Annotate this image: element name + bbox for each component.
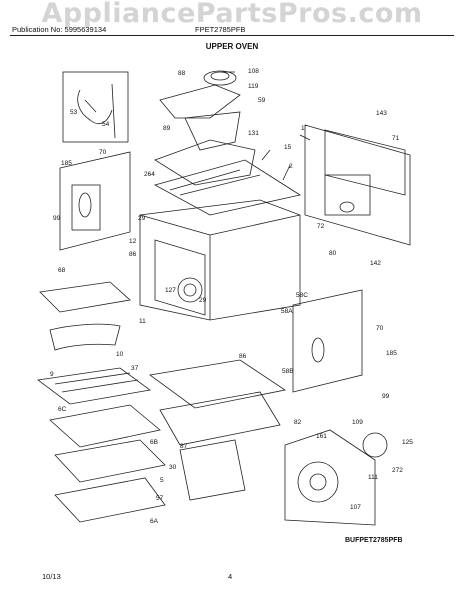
svg-text:185: 185 (61, 160, 72, 167)
watermark: AppliancePartsPros.com (41, 0, 423, 29)
svg-text:58B: 58B (282, 368, 294, 375)
convection-fan-housing (284, 429, 376, 526)
svg-text:37: 37 (131, 365, 139, 372)
oven-rack-6c (49, 404, 161, 448)
svg-text:88: 88 (178, 70, 186, 77)
svg-text:10: 10 (116, 351, 124, 358)
svg-text:107: 107 (350, 504, 361, 511)
svg-text:125: 125 (402, 439, 413, 446)
broil-pan-drawing (39, 281, 131, 313)
svg-text:264: 264 (144, 171, 155, 178)
header-rule (10, 35, 454, 36)
svg-text:70: 70 (376, 325, 384, 332)
fan-disc-drawing (203, 70, 237, 86)
svg-text:53: 53 (70, 109, 78, 116)
svg-text:99: 99 (382, 393, 390, 400)
svg-text:127: 127 (165, 287, 176, 294)
bake-element-drawing (179, 439, 246, 501)
page-title: UPPER OVEN (205, 42, 259, 51)
svg-text:86: 86 (129, 251, 137, 258)
svg-text:89: 89 (163, 125, 171, 132)
svg-text:57: 57 (156, 495, 164, 502)
svg-text:30: 30 (169, 464, 177, 471)
oven-cavity-drawing (139, 199, 301, 321)
svg-text:12: 12 (129, 238, 137, 245)
svg-text:87: 87 (180, 443, 188, 450)
heat-shield-drawing (154, 139, 256, 186)
svg-text:82: 82 (294, 419, 302, 426)
svg-text:161: 161 (316, 433, 327, 440)
right-side-panel-drawing (292, 289, 363, 393)
page-number: 4 (228, 572, 233, 581)
svg-text:11: 11 (139, 318, 146, 325)
broil-insert-drawing (36, 367, 151, 405)
svg-text:6B: 6B (150, 439, 158, 446)
svg-text:111: 111 (368, 474, 378, 481)
footer-date: 10/13 (42, 572, 61, 581)
svg-text:72: 72 (317, 223, 325, 230)
svg-text:143: 143 (376, 110, 387, 117)
svg-text:58C: 58C (296, 292, 308, 299)
svg-text:29: 29 (199, 297, 207, 304)
svg-text:68: 68 (58, 267, 66, 274)
insulation-blanket-58b (148, 359, 287, 409)
svg-text:59: 59 (258, 97, 266, 104)
svg-text:54: 54 (102, 121, 110, 128)
svg-text:272: 272 (392, 467, 403, 474)
wire-harness-drawing (77, 89, 113, 124)
svg-text:58A: 58A (281, 308, 293, 315)
vent-duct-drawing (159, 84, 241, 119)
svg-text:108: 108 (248, 68, 259, 75)
svg-text:2: 2 (289, 163, 293, 170)
svg-text:15: 15 (284, 144, 292, 151)
diagram-code: BUFPET2785PFB (345, 537, 403, 544)
svg-text:71: 71 (392, 135, 400, 142)
oven-rack-6b (54, 439, 166, 483)
svg-text:131: 131 (248, 130, 259, 137)
wiring-harness-box (62, 71, 129, 143)
svg-text:1: 1 (301, 125, 305, 132)
svg-text:185: 185 (386, 350, 397, 357)
svg-text:99: 99 (53, 215, 61, 222)
svg-text:86: 86 (239, 353, 247, 360)
rear-panel-drawing (304, 124, 411, 246)
svg-text:9: 9 (50, 371, 54, 378)
oven-rack-6a (54, 477, 166, 523)
svg-text:29: 29 (138, 215, 146, 222)
svg-text:119: 119 (248, 83, 259, 90)
publication-number: Publication No: 5995639134 (12, 25, 107, 34)
left-side-panel-drawing (59, 151, 131, 251)
top-panel-drawing (153, 159, 302, 216)
svg-text:142: 142 (370, 260, 381, 267)
svg-text:6A: 6A (150, 518, 159, 525)
svg-text:70: 70 (99, 149, 107, 156)
model-number: FPET2785PFB (195, 25, 246, 34)
svg-text:80: 80 (329, 250, 337, 257)
svg-text:5: 5 (160, 477, 164, 484)
svg-text:109: 109 (352, 419, 363, 426)
svg-text:6C: 6C (58, 406, 67, 413)
convection-fan-blade (362, 432, 388, 458)
